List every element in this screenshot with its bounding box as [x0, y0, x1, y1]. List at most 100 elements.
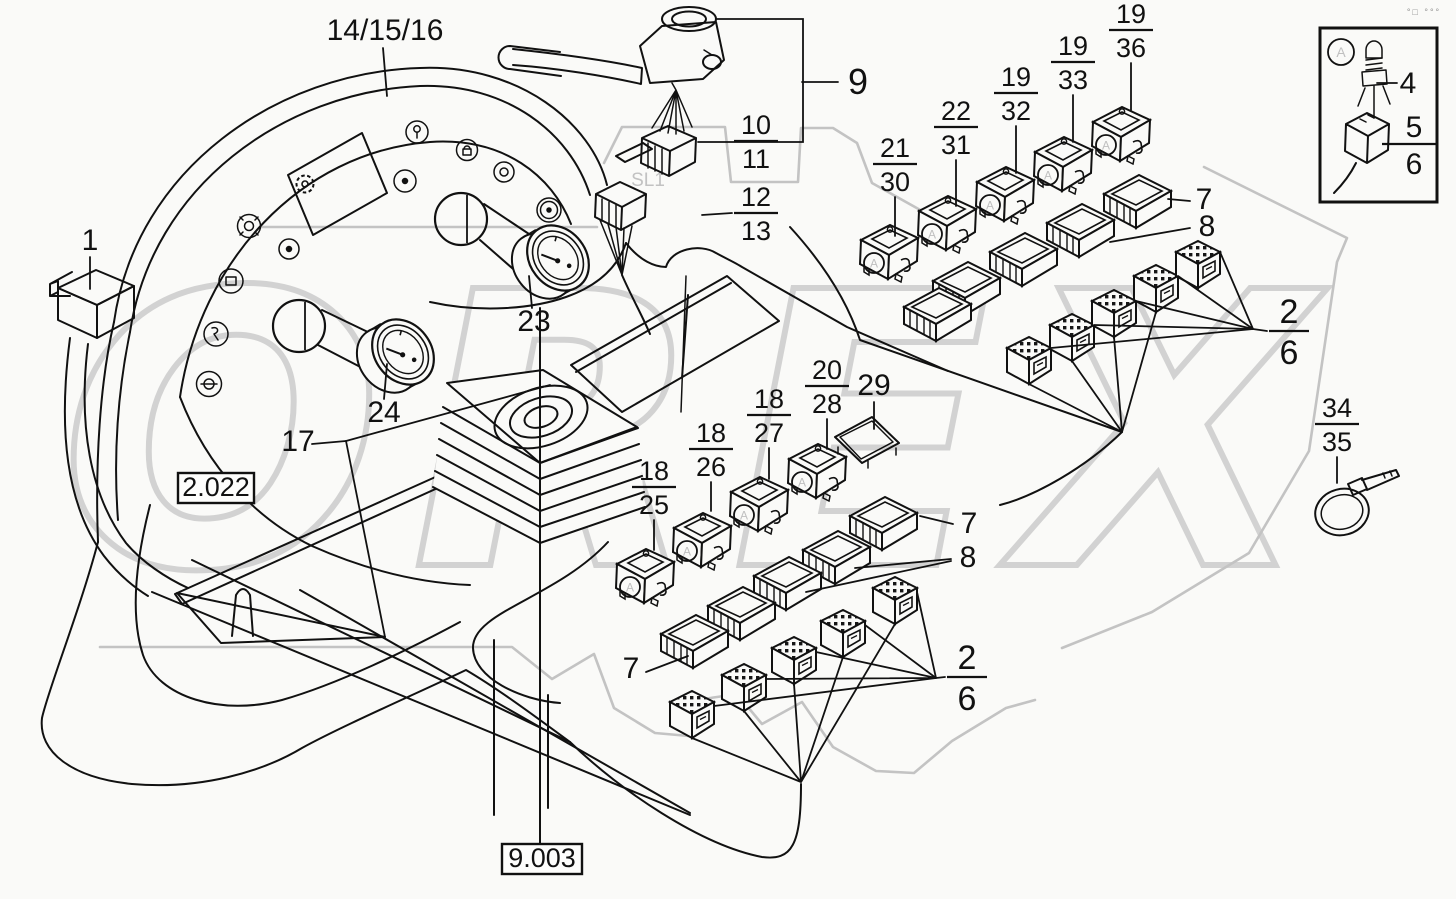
connector-10-11 — [615, 125, 697, 177]
corner-marks: °□ °°° — [1407, 7, 1441, 17]
callout-10-11: 10 11 — [734, 110, 778, 174]
gear-icon — [295, 174, 315, 194]
gray-outline-right — [1060, 165, 1349, 650]
callout-22-31: 22 31 — [934, 96, 978, 207]
svg-text:19: 19 — [1058, 31, 1088, 61]
console-linework — [40, 66, 1123, 859]
callout-29: 29 — [857, 369, 891, 430]
svg-text:35: 35 — [1322, 427, 1352, 457]
svg-text:19: 19 — [1001, 62, 1031, 92]
display-window — [287, 132, 388, 236]
svg-text:7: 7 — [961, 507, 978, 540]
switch-bank-top-right — [859, 106, 1254, 433]
switch-bank-middle — [615, 416, 937, 783]
svg-text:36: 36 — [1116, 33, 1146, 63]
inset-detail-box: A — [1318, 26, 1439, 204]
callout-21-30: 21 30 — [873, 133, 917, 237]
callout-8-middle: 8 — [805, 541, 977, 593]
callout-2-6-bottom: 2 6 — [935, 639, 987, 718]
callout-12-13: 12 13 — [701, 182, 778, 246]
wire-fan — [651, 82, 693, 135]
svg-text:22: 22 — [941, 96, 971, 126]
callout-23: 23 — [517, 275, 551, 338]
callout-19-36: 19 36 — [1109, 0, 1153, 111]
leader-fan-2-6-right — [1050, 251, 1254, 349]
callout-19-33: 19 33 — [1051, 31, 1095, 143]
callout-18-26: 18 26 — [689, 418, 733, 512]
svg-text:23: 23 — [517, 305, 550, 338]
svg-text:1: 1 — [82, 224, 99, 257]
svg-text:34: 34 — [1322, 393, 1352, 423]
lever-assembly — [497, 6, 804, 335]
indicator-icons — [195, 120, 562, 398]
svg-text:12: 12 — [741, 182, 771, 212]
callout-labels: 14/15/16 1 9 10 11 12 13 21 30 — [82, 0, 1436, 876]
block-connector — [771, 636, 817, 685]
wire-fan — [691, 623, 896, 783]
connector-12-13 — [594, 181, 651, 335]
cover-plate-29 — [834, 416, 900, 469]
svg-text:32: 32 — [1001, 96, 1031, 126]
svg-text:5: 5 — [1406, 111, 1423, 144]
svg-text:29: 29 — [857, 369, 890, 402]
svg-text:24: 24 — [367, 396, 400, 429]
callout-7-bottom: 7 — [623, 652, 689, 685]
bulb-socket-5-6 — [1333, 112, 1390, 194]
callout-14-15-16: 14/15/16 — [327, 14, 444, 97]
svg-text:6: 6 — [958, 680, 977, 718]
bulb-part-4 — [1357, 40, 1391, 119]
svg-text:26: 26 — [696, 452, 726, 482]
svg-text:8: 8 — [960, 541, 977, 574]
svg-text:18: 18 — [696, 418, 726, 448]
callout-19-32: 19 32 — [994, 62, 1038, 174]
svg-text:2: 2 — [1280, 293, 1299, 331]
svg-text:4: 4 — [1400, 67, 1417, 100]
svg-text:6: 6 — [1280, 334, 1299, 372]
callout-24: 24 — [367, 363, 401, 429]
svg-text:21: 21 — [880, 133, 910, 163]
ref-box-2022: 2.022 — [176, 471, 256, 505]
cable-tie — [1314, 469, 1400, 537]
svg-text:14/15/16: 14/15/16 — [327, 14, 444, 47]
svg-text:31: 31 — [941, 130, 971, 160]
callout-18-25: 18 25 — [632, 456, 676, 551]
watermark-code: SL1 — [631, 170, 665, 191]
callout-9: 9 — [801, 61, 868, 102]
svg-text:11: 11 — [742, 144, 770, 174]
callout-20-28: 20 28 — [805, 355, 849, 450]
callout-18-27: 18 27 — [747, 384, 791, 480]
svg-text:18: 18 — [754, 384, 784, 414]
svg-text:28: 28 — [812, 389, 842, 419]
leader-fan-2-6-bottom — [713, 591, 937, 707]
svg-text:9.003: 9.003 — [508, 843, 576, 873]
block-connector — [669, 690, 715, 739]
rocker-switch-19-36 — [1091, 106, 1151, 165]
callout-17: 17 — [281, 384, 551, 638]
svg-text:19: 19 — [1116, 0, 1146, 29]
svg-text:20: 20 — [812, 355, 842, 385]
svg-text:10: 10 — [741, 110, 771, 140]
callout-1: 1 — [82, 224, 99, 290]
marker-letter: A — [1336, 44, 1346, 60]
svg-text:17: 17 — [281, 425, 314, 458]
callout-4: 4 — [1376, 67, 1417, 100]
marker-circle — [1327, 38, 1355, 66]
svg-text:25: 25 — [639, 490, 669, 520]
svg-text:2: 2 — [958, 639, 977, 677]
svg-text:2.022: 2.022 — [182, 472, 250, 502]
callout-8-top: 8 — [1109, 210, 1215, 243]
svg-text:7: 7 — [1196, 183, 1213, 216]
svg-text:13: 13 — [741, 216, 771, 246]
callout-2-6-right: 2 6 — [1252, 293, 1309, 372]
callout-7-middle: 7 — [919, 507, 978, 540]
svg-text:7: 7 — [623, 652, 640, 685]
svg-text:6: 6 — [1406, 148, 1423, 181]
rocker-switch-19-33 — [1033, 136, 1093, 195]
ref-box-9003: 9.003 — [500, 842, 584, 876]
callout-7-top: 7 — [1167, 183, 1213, 216]
svg-text:30: 30 — [880, 167, 910, 197]
connector-1 — [49, 269, 135, 339]
dash-panel — [195, 120, 603, 409]
svg-text:33: 33 — [1058, 65, 1088, 95]
gray-cutout-bottom — [98, 645, 1037, 775]
